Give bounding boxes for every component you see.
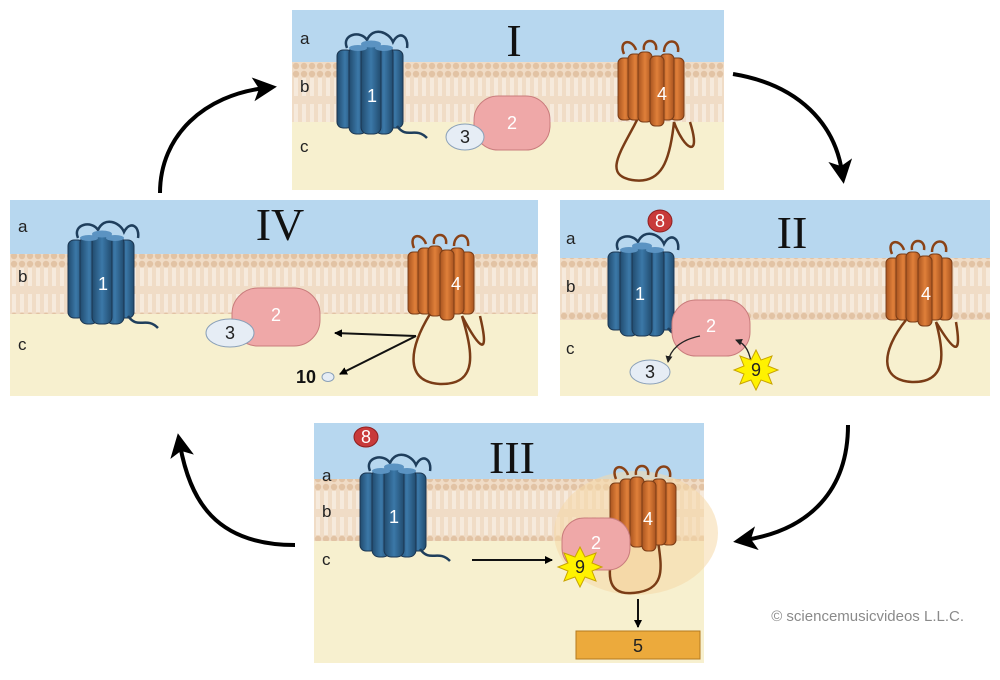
region-label-b: b	[18, 267, 27, 286]
panel-ii: a b c II 8 1 2 3 9 4	[560, 200, 990, 396]
gtp-label: 9	[751, 360, 761, 380]
panel-i: a b c I 1 2 3 4	[292, 10, 724, 190]
region-label-a: a	[566, 229, 576, 248]
g-protein-label: 2	[271, 305, 281, 325]
arrow-i-to-ii	[732, 72, 853, 184]
copyright-credit: © sciencemusicvideos L.L.C.	[771, 608, 964, 625]
ligand-label: 8	[361, 427, 371, 447]
g-protein-label: 2	[591, 533, 601, 553]
receptor: 1	[358, 453, 452, 563]
panel-numeral: II	[777, 207, 808, 258]
region-label-b: b	[300, 77, 309, 96]
arrow-to-phosphate	[339, 335, 417, 375]
panel-numeral: IV	[256, 199, 305, 250]
region-label-c: c	[18, 335, 27, 354]
effector: 4	[406, 233, 486, 386]
panel-numeral: I	[506, 15, 521, 66]
gdp: 3	[445, 123, 485, 151]
cycle-arrows	[158, 72, 853, 551]
receptor: 1	[66, 220, 160, 330]
region-label-a: a	[300, 29, 310, 48]
receptor-label: 1	[367, 86, 377, 106]
ligand: 8	[353, 426, 379, 448]
gdp-label: 3	[645, 362, 655, 382]
activated-complex: 4 2 9	[554, 464, 718, 595]
gtp: 9	[733, 349, 779, 391]
receptor-label: 1	[389, 507, 399, 527]
region-label-a: a	[18, 217, 28, 236]
region-label-a: a	[322, 466, 332, 485]
gdp: 3	[629, 359, 671, 385]
region-label-c: c	[322, 550, 331, 569]
g-protein-label: 2	[706, 316, 716, 336]
effector: 4	[884, 239, 960, 384]
region-label-b: b	[322, 502, 331, 521]
effector-label: 4	[921, 284, 931, 304]
g-protein: 2	[473, 95, 551, 151]
receptor: 1	[335, 30, 429, 140]
receptor: 1	[606, 232, 700, 342]
gdp: 3	[205, 318, 255, 348]
receptor-label: 1	[635, 284, 645, 304]
arrow-iv-to-i	[158, 77, 277, 194]
region-label-c: c	[300, 137, 309, 156]
region-label-c: c	[566, 339, 575, 358]
arrow-to-g-protein	[334, 329, 417, 338]
arrow-gdp-release	[665, 335, 701, 363]
region-label-b: b	[566, 277, 575, 296]
ligand-label: 8	[655, 211, 665, 231]
gtp: 9	[557, 546, 603, 588]
receptor-label: 1	[98, 274, 108, 294]
panel-iii: a b c III 8 1 4 2 9 5	[314, 423, 718, 663]
phosphate: 10	[296, 367, 335, 387]
arrow-ii-to-iii	[733, 424, 850, 551]
gdp-label: 3	[225, 323, 235, 343]
effector-label: 4	[451, 274, 461, 294]
panel-numeral: III	[489, 432, 535, 483]
effector-label: 4	[643, 509, 653, 529]
g-protein-label: 2	[507, 113, 517, 133]
gtp-label: 9	[575, 557, 585, 577]
g-protein: 2	[671, 299, 751, 357]
effector-label: 4	[657, 84, 667, 104]
ligand: 8	[647, 209, 673, 233]
second-messenger-product: 5	[575, 630, 701, 660]
arrow-iii-to-iv	[170, 433, 296, 547]
phosphate-label: 10	[296, 367, 316, 387]
product-label: 5	[633, 636, 643, 656]
panel-iv: a b c IV 1 2 3 4 10	[10, 199, 538, 396]
gdp-label: 3	[460, 127, 470, 147]
effector: 4	[615, 39, 696, 182]
